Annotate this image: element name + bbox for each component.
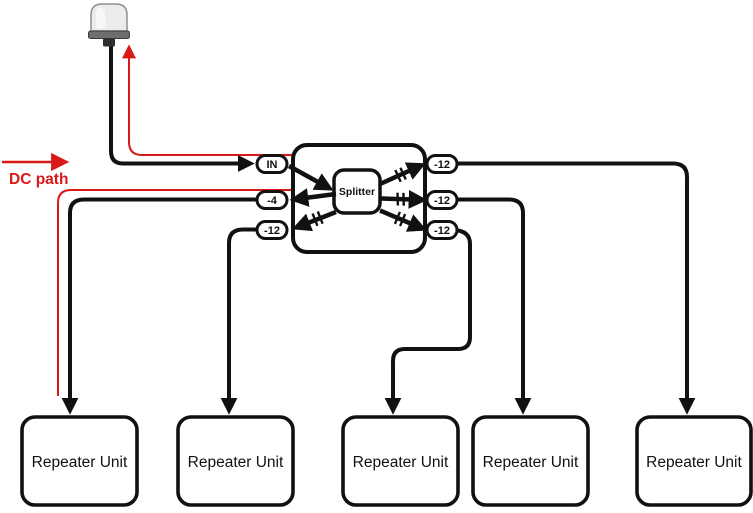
repeater-unit-label: Repeater Unit: [483, 454, 579, 471]
repeater-unit-5: Repeater Unit: [635, 415, 753, 507]
port-right-mid-label: -12: [434, 195, 450, 207]
port-in-label: IN: [267, 159, 278, 171]
port-right-top-label: -12: [434, 159, 450, 171]
port-minus4-label: -4: [267, 195, 278, 207]
repeater-unit-label: Repeater Unit: [353, 454, 449, 471]
cable-right-bottom-minus12-to-repeater-3: [384, 228, 472, 415]
splitter-port-out-right-mid: -12: [425, 190, 459, 210]
splitter-port-in: IN: [255, 154, 289, 174]
arrow-splitter-to-minus4: [289, 188, 337, 207]
antenna-stem: [103, 38, 115, 47]
dc-block-ticks-right-bottom: [393, 211, 407, 227]
antenna-coax-cable: [109, 46, 255, 172]
port-left-minus12-label: -12: [264, 225, 280, 237]
splitter-label: Splitter: [339, 186, 375, 198]
antenna-base: [88, 30, 130, 39]
cable-left-minus12-to-repeater-2: [220, 227, 259, 415]
repeater-unit-label: Repeater Unit: [188, 454, 284, 471]
repeater-unit-label: Repeater Unit: [646, 454, 742, 471]
port-right-bottom-label: -12: [434, 225, 450, 237]
arrow-in-to-splitter: [287, 164, 334, 191]
arrow-splitter-to-right-mid-minus12: [379, 189, 428, 209]
dc-block-ticks-right-top: [394, 167, 407, 183]
dc-path-legend: DC path: [2, 152, 70, 188]
cable-right-mid-minus12-to-repeater-4: [452, 197, 532, 415]
repeater-unit-1: Repeater Unit: [20, 415, 139, 507]
repeater-unit-3: Repeater Unit: [341, 415, 460, 507]
cable-minus4-to-repeater-1: [61, 197, 259, 415]
splitter-port-out-right-bottom: -12: [425, 220, 459, 240]
cable-right-top-minus12-to-repeater-5: [452, 161, 696, 415]
dc-path-legend-label: DC path: [9, 171, 68, 188]
splitter-port-out-minus4: -4: [255, 190, 289, 210]
repeater-unit-2: Repeater Unit: [176, 415, 295, 507]
antenna-icon: [88, 3, 130, 47]
arrow-splitter-to-left-minus12: [291, 209, 337, 232]
splitter-port-out-left-minus12: -12: [255, 220, 289, 240]
splitter-core-box: [332, 168, 382, 215]
repeater-unit-4: Repeater Unit: [471, 415, 590, 507]
dc-block-ticks-left-bottom: [311, 211, 324, 227]
arrow-splitter-to-right-bottom-minus12: [379, 208, 427, 232]
arrow-splitter-to-right-top-minus12: [379, 162, 426, 187]
repeater-unit-label: Repeater Unit: [32, 454, 128, 471]
dc-block-ticks-right-mid: [396, 192, 405, 206]
splitter-port-out-right-top: -12: [425, 154, 459, 174]
antenna-dome-highlight: [96, 8, 105, 29]
